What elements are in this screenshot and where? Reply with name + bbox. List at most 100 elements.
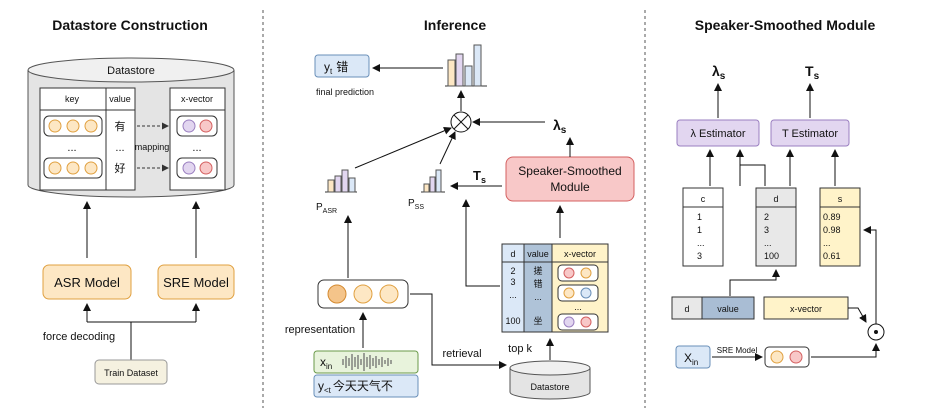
value-1: 有	[115, 119, 126, 133]
p-asr-to-combine-arrow	[354, 127, 452, 169]
v-value-3: ...	[534, 292, 542, 302]
d-value-3: ...	[764, 238, 772, 248]
bar-x-vector-label: x-vector	[790, 304, 822, 314]
sre-model-right-label: SRE Model	[717, 346, 758, 355]
p-ss-chart	[421, 169, 445, 193]
p-asr-label: PASR	[316, 202, 337, 215]
query-to-dot-arrow	[811, 343, 880, 358]
datastore-cylinder-middle: Datastore	[509, 360, 591, 400]
d-value-4: 100	[505, 316, 520, 326]
mapping-label: mapping	[135, 142, 170, 152]
c-value-3: ...	[697, 238, 705, 248]
retrieved-xvector-dots: ...	[574, 302, 582, 312]
final-prediction-box	[314, 54, 370, 78]
xvector-to-dot-arrow	[848, 307, 867, 323]
value-3: 好	[115, 161, 126, 175]
p-asr-bar-1	[327, 179, 335, 193]
d-value-1: 2	[764, 212, 769, 222]
representation-token-1	[327, 284, 347, 304]
s-header: s	[838, 194, 843, 204]
t-estimator-box	[770, 119, 850, 147]
s-value-2: 0.98	[823, 225, 841, 235]
s-value-1: 0.89	[823, 212, 841, 222]
table-header-d: d	[510, 249, 515, 259]
v-value-4: 坐	[533, 316, 542, 327]
c-value-2: 1	[697, 225, 702, 235]
representation-label: representation	[285, 324, 355, 336]
v-value-2: 错	[533, 278, 542, 290]
output-bar-3	[464, 65, 473, 87]
p-asr-bar-2	[334, 175, 342, 193]
s-value-4: 0.61	[823, 251, 841, 261]
d-value-1: 2	[510, 266, 515, 276]
d-branch-line	[740, 164, 766, 186]
dot-to-s-arrow	[863, 226, 877, 328]
d-column: d 2 3 ... 100	[755, 187, 797, 267]
query-xvector-token-2	[789, 350, 803, 364]
retrieval-arrow	[410, 293, 507, 369]
x-in-box	[313, 350, 419, 374]
table-to-p-ss-arrow	[462, 199, 500, 287]
x-in-label: xin	[320, 355, 332, 371]
asr-model-box	[42, 264, 132, 300]
title-inference: Inference	[424, 17, 486, 33]
table-header-x-vector: x-vector	[564, 249, 596, 259]
p-ss-bar-1	[423, 183, 430, 193]
sre-model-label: SRE Model	[163, 275, 229, 290]
t-s-right: Ts	[805, 63, 820, 82]
bar-to-d-arrow	[729, 269, 780, 296]
top-k-label: top k	[508, 343, 532, 355]
x-in-right-box	[675, 345, 711, 369]
x-vector-table: x-vector ...	[169, 87, 226, 191]
waveform-icon	[342, 353, 392, 371]
representation-token-3	[379, 284, 399, 304]
output-bar-1	[447, 59, 456, 87]
lambda-estimator-label: λ Estimator	[690, 128, 745, 140]
train-dataset-label: Train Dataset	[104, 368, 158, 378]
c-value-4: 3	[697, 251, 702, 261]
d-value-3: ...	[509, 290, 517, 300]
lambda-s-middle: λs	[553, 117, 567, 136]
key-value-table: key value ... 有 ... 好	[39, 87, 136, 191]
t-estimator-label: T Estimator	[782, 128, 838, 140]
output-distribution-chart	[445, 44, 487, 87]
speaker-smoothed-module-label-2: Module	[550, 180, 590, 194]
d-value-2: 3	[510, 277, 515, 287]
sre-model-box	[157, 264, 235, 300]
column-key: key	[65, 94, 80, 104]
v-value-1: 搓	[533, 265, 542, 277]
x-in-right-label: Xin	[684, 351, 698, 367]
speaker-smoothed-module-label-1: Speaker-Smoothed	[518, 164, 621, 178]
column-x-vector: x-vector	[181, 94, 213, 104]
output-bar-2	[455, 53, 464, 87]
d-header: d	[773, 194, 778, 204]
key-dots: ...	[67, 142, 76, 154]
p-asr-chart	[325, 169, 357, 193]
representation-token-2	[353, 284, 373, 304]
y-lt-box	[313, 374, 419, 398]
final-prediction-label: final prediction	[316, 87, 374, 97]
combine-node	[450, 111, 472, 133]
train-branch-lines	[87, 321, 196, 360]
d-value-4: 100	[764, 251, 779, 261]
c-column: c 1 1 ... 3	[682, 187, 724, 267]
bar-d-label: d	[684, 304, 689, 314]
train-dataset-box	[94, 359, 168, 385]
t-s-middle: Ts	[473, 168, 486, 185]
lambda-s-right: λs	[712, 63, 726, 82]
asr-model-label: ASR Model	[54, 275, 120, 290]
force-decoding-label: force decoding	[43, 331, 115, 343]
retrieved-entry-bar: d value x-vector	[671, 296, 849, 320]
p-ss-to-combine-arrow	[439, 131, 456, 165]
column-value: value	[109, 94, 131, 104]
datastore-label: Datastore	[107, 65, 155, 77]
retrieval-label: retrieval	[442, 348, 481, 360]
d-value-2: 3	[764, 225, 769, 235]
s-value-3: ...	[823, 238, 831, 248]
title-speaker-smoothed-module: Speaker-Smoothed Module	[695, 17, 876, 33]
dot-product-dot	[874, 330, 878, 334]
c-value-1: 1	[697, 212, 702, 222]
